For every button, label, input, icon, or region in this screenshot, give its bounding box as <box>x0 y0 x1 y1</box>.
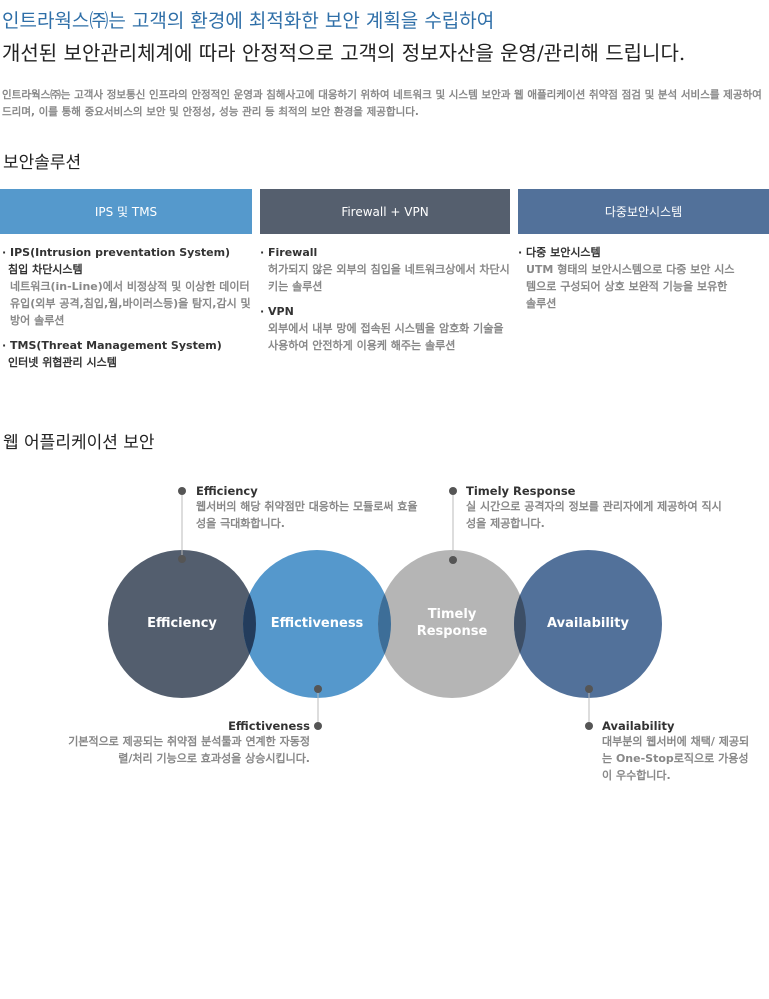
callout-desc: 대부분의 웹서버에 채택/ 제공되는 One-Stop로직으로 가용성이 우수합… <box>602 735 750 782</box>
list-item-subtitle: 인터넷 위협관리 시스템 <box>8 356 117 369</box>
callout-availability: Availability 대부분의 웹서버에 채택/ 제공되는 One-Stop… <box>602 719 757 784</box>
list-item-title: · IPS(Intrusion preventation System) <box>2 246 231 259</box>
list-item-desc: 허가되지 않은 외부의 침입을 네트워크상에서 차단시키는 솔루션 <box>268 263 510 293</box>
list-item-title: · VPN <box>260 305 294 318</box>
callout-desc: 기본적으로 제공되는 취약점 분석툴과 연계한 자동정렬/처리 기능으로 효과성… <box>68 735 310 765</box>
headline-2: 개선된 보안관리체계에 따라 안정적으로 고객의 정보자산을 운영/관리해 드립… <box>2 41 686 65</box>
list-item-subtitle: 침입 차단시스템 <box>8 263 83 276</box>
list-item-title: · 다중 보안시스템 <box>518 246 601 259</box>
ips-tms-list: · IPS(Intrusion preventation System) 침입 … <box>2 244 252 371</box>
intro-text: 인트라웍스㈜는 고객사 정보통신 인프라의 안정적인 운영과 침해사고에 대응하… <box>2 89 762 118</box>
callout-desc: 웹서버의 해당 취약점만 대응하는 모듈로써 효율성을 극대화합니다. <box>196 500 418 530</box>
circle-label-availability: Availability <box>547 616 629 631</box>
headline-1: 인트라웍스㈜는 고객의 환경에 최적화한 보안 계획을 수립하여 <box>2 10 495 32</box>
tab-multi-security[interactable]: 다중보안시스템 <box>518 189 769 234</box>
multi-security-list: · 다중 보안시스템 UTM 형태의 보안시스템으로 다중 보안 시스템으로 구… <box>518 244 740 320</box>
circle-label-efficiency: Efficiency <box>147 616 217 631</box>
callout-efficiency: Efficiency 웹서버의 해당 취약점만 대응하는 모듈로써 효율성을 극… <box>196 484 426 532</box>
list-item-title: · Firewall <box>260 246 318 259</box>
tab-firewall-vpn[interactable]: Firewall + VPN <box>260 189 510 234</box>
callout-effectiveness: Effictiveness 기본적으로 제공되는 취약점 분석툴과 연계한 자동… <box>56 719 310 767</box>
circle-effectiveness <box>243 550 391 698</box>
venn-diagram <box>108 487 662 730</box>
web-security-title: 웹 어플리케이션 보안 <box>3 433 155 453</box>
callout-title: Efficiency <box>196 484 258 498</box>
list-item-desc: UTM 형태의 보안시스템으로 다중 보안 시스템으로 구성되어 상호 보완적 … <box>526 263 735 310</box>
tab-ips-tms[interactable]: IPS 및 TMS <box>0 189 252 234</box>
list-item-title: · TMS(Threat Management System) <box>2 339 222 352</box>
callout-title: Availability <box>602 719 675 733</box>
solutions-title: 보안솔루션 <box>3 153 82 173</box>
list-item-desc: 외부에서 내부 망에 접속된 시스템을 암호화 기술을 사용하여 안전하게 이용… <box>268 322 504 352</box>
firewall-vpn-list: · Firewall 허가되지 않은 외부의 침입을 네트워크상에서 차단시키는… <box>260 244 510 362</box>
callout-desc: 실 시간으로 공격자의 정보를 관리자에게 제공하여 직시성을 제공합니다. <box>466 500 722 530</box>
callout-timely-response: Timely Response 실 시간으로 공격자의 정보를 관리자에게 제공… <box>466 484 731 532</box>
circle-label-effectiveness: Effictiveness <box>270 616 364 631</box>
circle-label-timely-response: Timely Response <box>416 607 488 639</box>
callout-title: Timely Response <box>466 484 576 498</box>
list-item-desc: 네트워크(in-Line)에서 비정상적 및 이상한 데이터 유입(외부 공격,… <box>10 280 251 327</box>
circle-availability <box>514 550 662 698</box>
circle-efficiency <box>108 550 256 698</box>
circle-timely-response <box>378 550 526 698</box>
callout-title: Effictiveness <box>228 719 310 733</box>
